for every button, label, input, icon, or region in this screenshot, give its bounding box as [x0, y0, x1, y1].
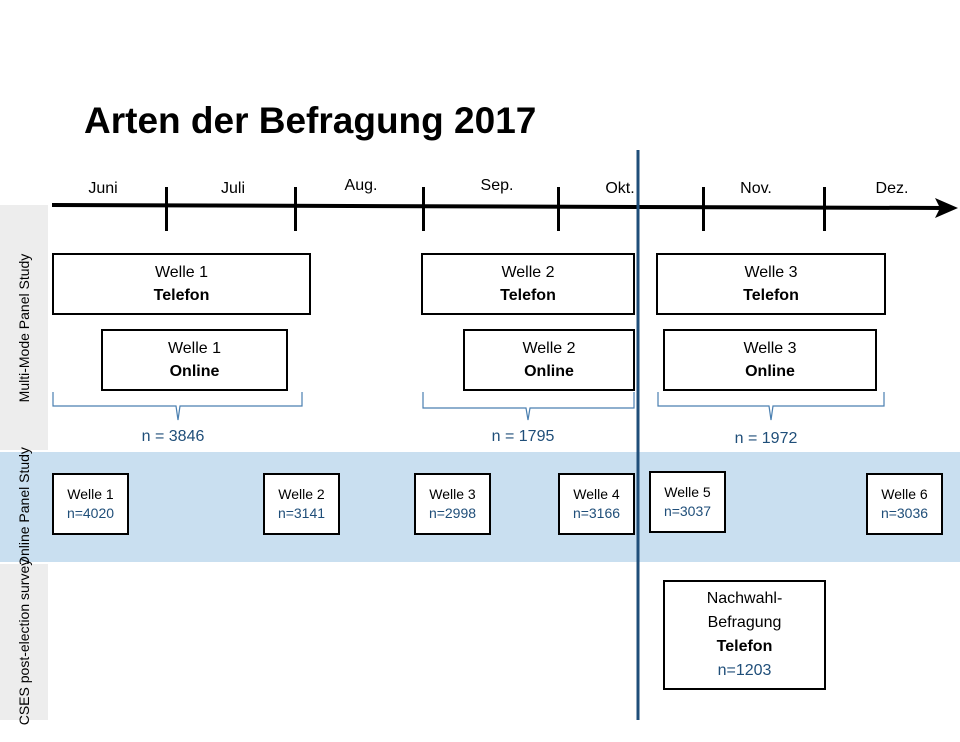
wave-mode: Online: [169, 363, 220, 380]
wave-label: Welle 2: [522, 340, 576, 357]
timeline-tick: [294, 187, 297, 231]
n-label-wave-3: n = 1972: [734, 430, 798, 447]
n-label-wave-1: n = 3846: [141, 428, 205, 445]
page-title: Arten der Befragung 2017: [84, 100, 537, 141]
timeline-tick: [702, 187, 705, 231]
online-panel-wave-6: Welle 6 n=3036: [866, 473, 943, 535]
cses-line-2: Befragung: [707, 614, 782, 631]
wave-label: Welle 1: [154, 264, 209, 281]
wave-label: Welle 6: [881, 486, 928, 502]
wave-label: Welle 1: [67, 486, 114, 502]
month-label-juli: Juli: [220, 180, 246, 197]
wave-mode: Online: [524, 363, 574, 380]
multi-mode-online-wave-3: Welle 3 Online: [663, 329, 877, 391]
wave-n: n=4020: [66, 505, 115, 521]
wave-label: Welle 4: [573, 486, 620, 502]
cses-mode: Telefon: [716, 638, 773, 655]
online-panel-wave-3: Welle 3 n=2998: [414, 473, 491, 535]
wave-label: Welle 1: [167, 340, 222, 357]
wave-n: n=3036: [880, 505, 929, 521]
cses-line-1: Nachwahl-: [706, 590, 783, 607]
timeline-tick: [823, 187, 826, 231]
online-panel-band: [48, 452, 960, 562]
month-label-dez: Dez.: [875, 180, 909, 197]
brace-wave-2: [422, 392, 635, 421]
multi-mode-telefon-wave-2: Welle 2 Telefon: [421, 253, 635, 315]
wave-n: n=3166: [572, 505, 621, 521]
wave-mode: Telefon: [500, 287, 556, 304]
month-label-sep: Sep.: [480, 177, 514, 194]
multi-mode-telefon-wave-3: Welle 3 Telefon: [656, 253, 886, 315]
wave-n: n=3141: [277, 505, 326, 521]
cses-n: n=1203: [717, 662, 772, 679]
month-label-aug: Aug.: [344, 177, 378, 194]
cses-post-election-box: Nachwahl- Befragung Telefon n=1203: [663, 580, 826, 690]
timeline-tick: [557, 187, 560, 231]
row-label-online-panel: Online Panel Study: [0, 447, 48, 567]
month-label-juni: Juni: [88, 180, 118, 197]
wave-mode: Online: [745, 363, 795, 380]
online-panel-wave-1: Welle 1 n=4020: [52, 473, 129, 535]
month-label-nov: Nov.: [740, 180, 772, 197]
timeline-graphics: [51, 150, 958, 720]
timeline-axis: [51, 203, 946, 210]
timeline-tick: [422, 187, 425, 231]
wave-mode: Telefon: [743, 287, 799, 304]
multi-mode-telefon-wave-1: Welle 1 Telefon: [52, 253, 311, 315]
multi-mode-online-wave-1: Welle 1 Online: [101, 329, 288, 391]
online-panel-wave-4: Welle 4 n=3166: [558, 473, 635, 535]
wave-label: Welle 3: [743, 340, 797, 357]
n-label-wave-2: n = 1795: [491, 428, 555, 445]
wave-n: n=2998: [428, 505, 477, 521]
wave-label: Welle 3: [744, 264, 798, 281]
online-panel-wave-5: Welle 5 n=3037: [649, 471, 726, 533]
online-panel-wave-2: Welle 2 n=3141: [263, 473, 340, 535]
wave-label: Welle 3: [429, 486, 476, 502]
wave-label: Welle 5: [664, 484, 711, 500]
wave-n: n=3037: [663, 503, 712, 519]
month-label-okt: Okt.: [605, 180, 635, 197]
timeline-tick: [165, 187, 168, 231]
wave-label: Welle 2: [501, 264, 555, 281]
wave-mode: Telefon: [153, 287, 210, 304]
timeline-arrowhead: [935, 198, 958, 218]
row-label-cses: CSES post-election survey: [0, 559, 48, 725]
row-label-multi-mode: Multi-Mode Panel Study: [0, 205, 48, 450]
brace-wave-1: [52, 392, 303, 421]
multi-mode-online-wave-2: Welle 2 Online: [463, 329, 635, 391]
wave-label: Welle 2: [278, 486, 325, 502]
brace-wave-3: [657, 392, 885, 421]
